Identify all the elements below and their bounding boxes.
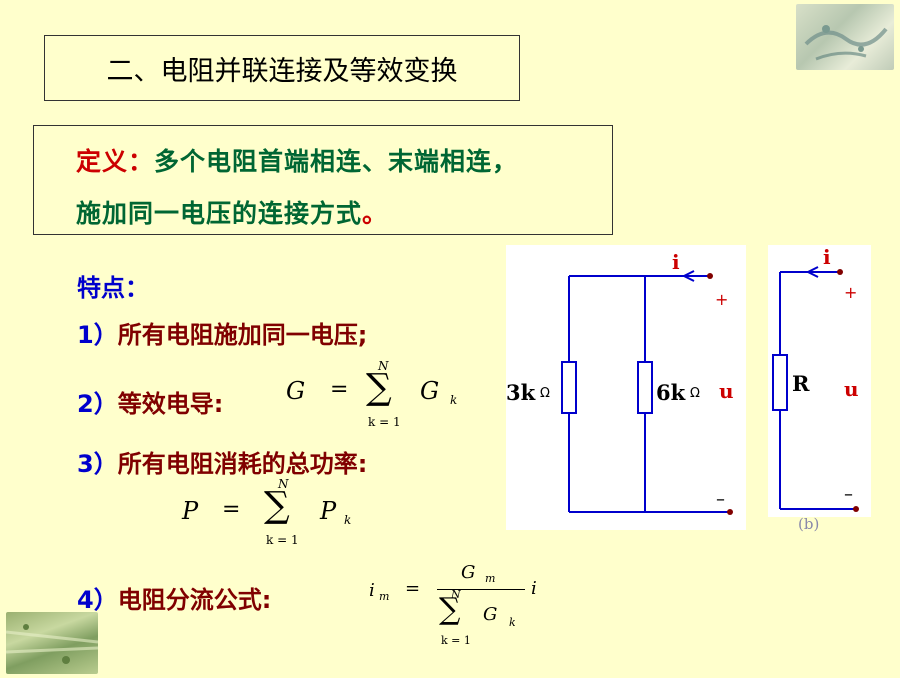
power-formula: P = N ∑ k = 1 P k [178, 475, 378, 555]
definition-line-1: 定义：多个电阻首端相连、末端相连， [76, 142, 518, 178]
feature-text: 电阻分流公式: [117, 586, 272, 614]
features-heading: 特点： [77, 274, 149, 302]
feature-item-2: 2）等效电导: [77, 384, 223, 419]
sum-lower-limit: k = 1 [441, 634, 471, 647]
definition-label: 定义： [76, 147, 155, 176]
decorative-pattern-icon [5, 624, 99, 664]
formula-factor: i [531, 578, 537, 599]
formula-subscript: k [344, 513, 352, 527]
formula-lhs-subscript: m [379, 590, 390, 603]
formula-term: G [420, 377, 440, 405]
current-divider-formula: i m = G m i N ∑ k = 1 G k [365, 560, 565, 655]
fraction-numerator: G [461, 562, 476, 583]
sum-upper-limit: N [451, 588, 461, 601]
resistor-6k [637, 361, 653, 414]
sum-upper-limit: N [378, 359, 389, 373]
terminal-bottom [853, 506, 859, 512]
parallel-circuit-diagram: i + – u 3k Ω 6k Ω [506, 245, 746, 530]
current-label: i [823, 245, 831, 269]
sum-symbol-icon: ∑ [439, 592, 461, 627]
sum-lower-limit: k = 1 [368, 415, 401, 429]
feature-number: 4） [77, 586, 118, 614]
decorative-image-bottom-left [5, 612, 99, 674]
formula-lhs: P [182, 497, 199, 525]
definition-box: 定义：多个电阻首端相连、末端相连， 施加同一电压的连接方式。 [33, 125, 613, 235]
feature-number: 2） [77, 390, 118, 418]
formula-equals: = [405, 578, 421, 599]
page-title: 二、电阻并联连接及等效变换 [44, 35, 520, 101]
resistor-2-value: 6k [656, 380, 686, 405]
definition-period: 。 [362, 199, 389, 228]
definition-text-1: 多个电阻首端相连、末端相连， [154, 147, 519, 176]
equivalent-circuit-diagram: i + – u R (b) [768, 245, 871, 533]
resistor-2-unit: Ω [690, 386, 700, 401]
resistor-3k [561, 361, 577, 414]
feature-text: 所有电阻施加同一电压; [117, 321, 368, 349]
feature-text: 等效电导: [117, 390, 224, 418]
formula-lhs: i [369, 580, 375, 601]
feature-item-1: 1）所有电阻施加同一电压; [77, 315, 367, 350]
terminal-top [837, 269, 843, 275]
formula-subscript: k [450, 393, 458, 407]
circuit-background [506, 245, 746, 530]
denominator-term: G [483, 604, 498, 625]
formula-lhs: G [286, 377, 306, 405]
definition-text-2: 施加同一电压的连接方式 [76, 199, 363, 228]
minus-sign: – [716, 489, 725, 510]
circuit-wires [779, 266, 856, 510]
circuit-caption: (b) [798, 515, 819, 533]
plus-sign: + [715, 290, 728, 309]
minus-sign: – [844, 484, 853, 505]
conductance-formula: G = N ∑ k = 1 G k [280, 355, 480, 435]
circuit-wires [568, 270, 730, 513]
feature-text: 所有电阻消耗的总功率: [117, 450, 368, 478]
current-label: i [672, 250, 680, 274]
formula-equals: = [222, 497, 241, 522]
sum-symbol-icon: ∑ [366, 367, 392, 408]
terminal-bottom [727, 509, 733, 515]
resistor-r [772, 354, 788, 411]
feature-item-3: 3）所有电阻消耗的总功率: [77, 444, 367, 479]
plus-sign: + [844, 283, 857, 302]
resistor-1-unit: Ω [540, 386, 550, 401]
sum-upper-limit: N [278, 477, 289, 491]
resistor-label: R [792, 371, 810, 396]
resistor-1-value: 3k [506, 380, 536, 405]
feature-number: 1） [77, 321, 118, 349]
numerator-subscript: m [485, 572, 496, 585]
feature-item-4: 4）电阻分流公式: [77, 580, 271, 615]
decorative-image-top-right [796, 4, 894, 70]
feature-number: 3） [77, 450, 118, 478]
denominator-subscript: k [509, 616, 516, 629]
terminal-top [707, 273, 713, 279]
formula-term: P [320, 497, 337, 525]
sum-lower-limit: k = 1 [266, 533, 299, 547]
voltage-label: u [844, 377, 859, 401]
decorative-pattern-icon [804, 25, 888, 61]
formula-equals: = [330, 377, 349, 402]
voltage-label: u [719, 379, 734, 403]
definition-line-2: 施加同一电压的连接方式。 [76, 194, 388, 230]
sum-symbol-icon: ∑ [264, 485, 290, 526]
fraction-bar [437, 589, 525, 590]
